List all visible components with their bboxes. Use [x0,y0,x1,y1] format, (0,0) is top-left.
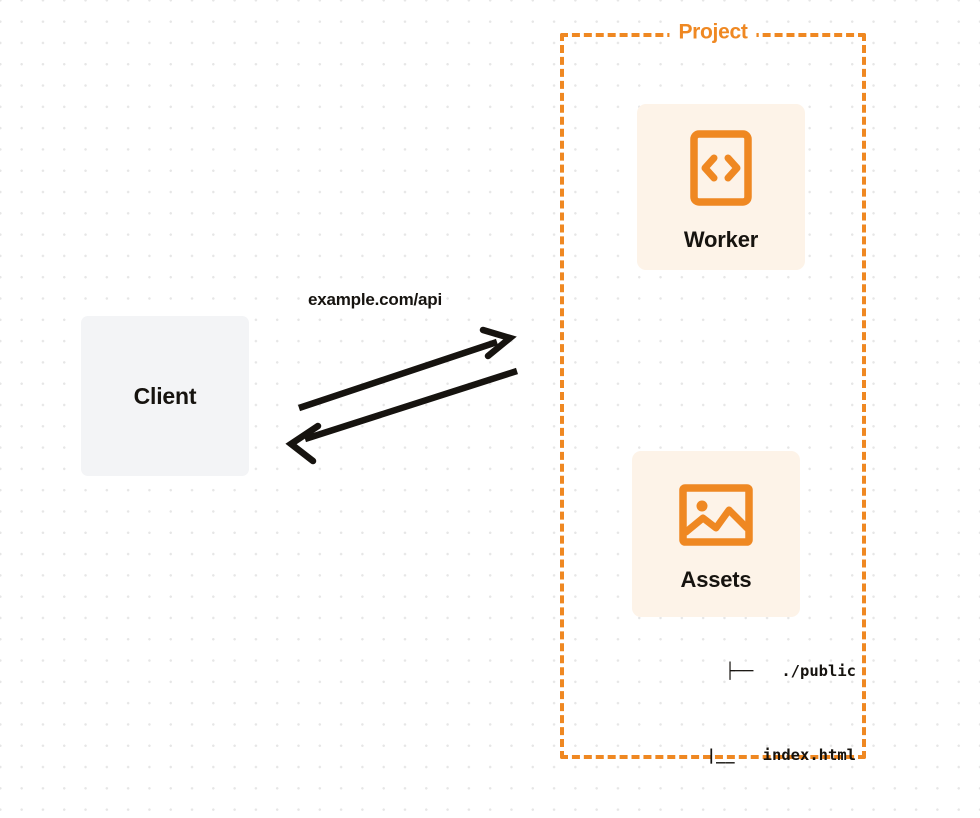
worker-card[interactable]: Worker [637,104,805,270]
client-label: Client [133,382,197,409]
response-arrow [285,367,518,465]
file-tree-item: |__ index.html [610,745,856,766]
image-picture-icon [679,483,753,551]
assets-card[interactable]: Assets [632,451,800,617]
file-tree-root-connector: ├── [725,662,754,680]
file-tree-root-name: ./public [781,662,856,680]
request-arrow [297,326,517,412]
connection-label: example.com/api [308,290,443,309]
assets-file-tree: ├── ./public |__ index.html |__ blog.htm… [610,619,856,818]
project-container: Project Worker Assets [560,20,866,764]
file-tree-root-spacer [753,662,781,680]
file-tree-connector: |__ [706,746,735,764]
assets-label: Assets [680,566,752,592]
worker-label: Worker [683,226,759,252]
code-brackets-icon [690,129,752,211]
file-tree-spacer [735,746,763,764]
file-tree-root: ├── ./public [610,661,856,682]
client-node[interactable]: Client [81,316,249,476]
file-tree-item-name: index.html [762,746,856,764]
project-title: Project [669,20,757,45]
